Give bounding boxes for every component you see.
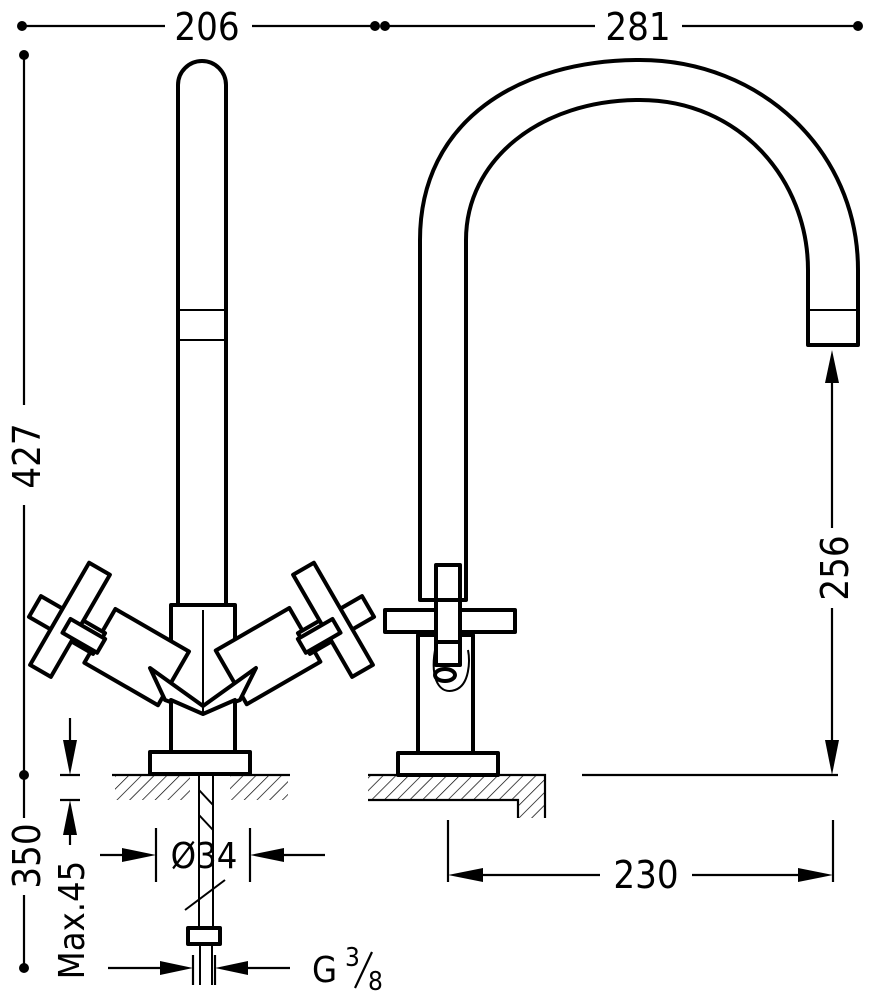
supply-hose: [184, 774, 226, 985]
dim-427-label: 427: [5, 423, 49, 488]
diameter-34-dimension: Ø34: [100, 828, 325, 882]
front-base-flange: [148, 750, 252, 776]
front-deck-section: [112, 773, 290, 800]
front-right-cross-handle: [291, 560, 377, 679]
side-view-faucet: [383, 58, 860, 777]
dim-256-label: 256: [813, 535, 857, 600]
front-view-faucet: [26, 59, 377, 776]
thread-g38-dimension: G 3 8: [108, 943, 383, 997]
max-45-dimension: Max.45: [52, 718, 93, 979]
side-base-flange: [396, 751, 500, 777]
dim-dia34-label: Ø34: [171, 836, 238, 877]
top-dimension-281: 281: [380, 5, 863, 49]
spout-reach-230-dimension: 230: [446, 820, 835, 897]
side-gooseneck-spout: [418, 58, 860, 602]
dim-206-label: 206: [174, 5, 239, 49]
top-dimension-206: 206: [17, 5, 380, 49]
left-dimension-350: 350: [5, 775, 49, 973]
dim-350-label: 350: [5, 823, 49, 888]
side-cross-handle: [383, 563, 517, 667]
side-counter-section: [368, 773, 838, 818]
front-left-cross-handle: [26, 560, 112, 679]
dim-thread-prefix: G: [312, 950, 337, 991]
dim-230-label: 230: [613, 853, 678, 897]
front-spout-tube: [176, 59, 228, 607]
dim-281-label: 281: [605, 5, 670, 49]
spout-height-256-dimension: 256: [813, 350, 857, 775]
hose-fitting: [186, 926, 222, 946]
dim-max45-label: Max.45: [52, 861, 93, 979]
left-dimension-427: 427: [5, 50, 49, 780]
dim-thread-denominator: 8: [368, 967, 383, 997]
dim-thread-numerator: 3: [345, 943, 360, 973]
